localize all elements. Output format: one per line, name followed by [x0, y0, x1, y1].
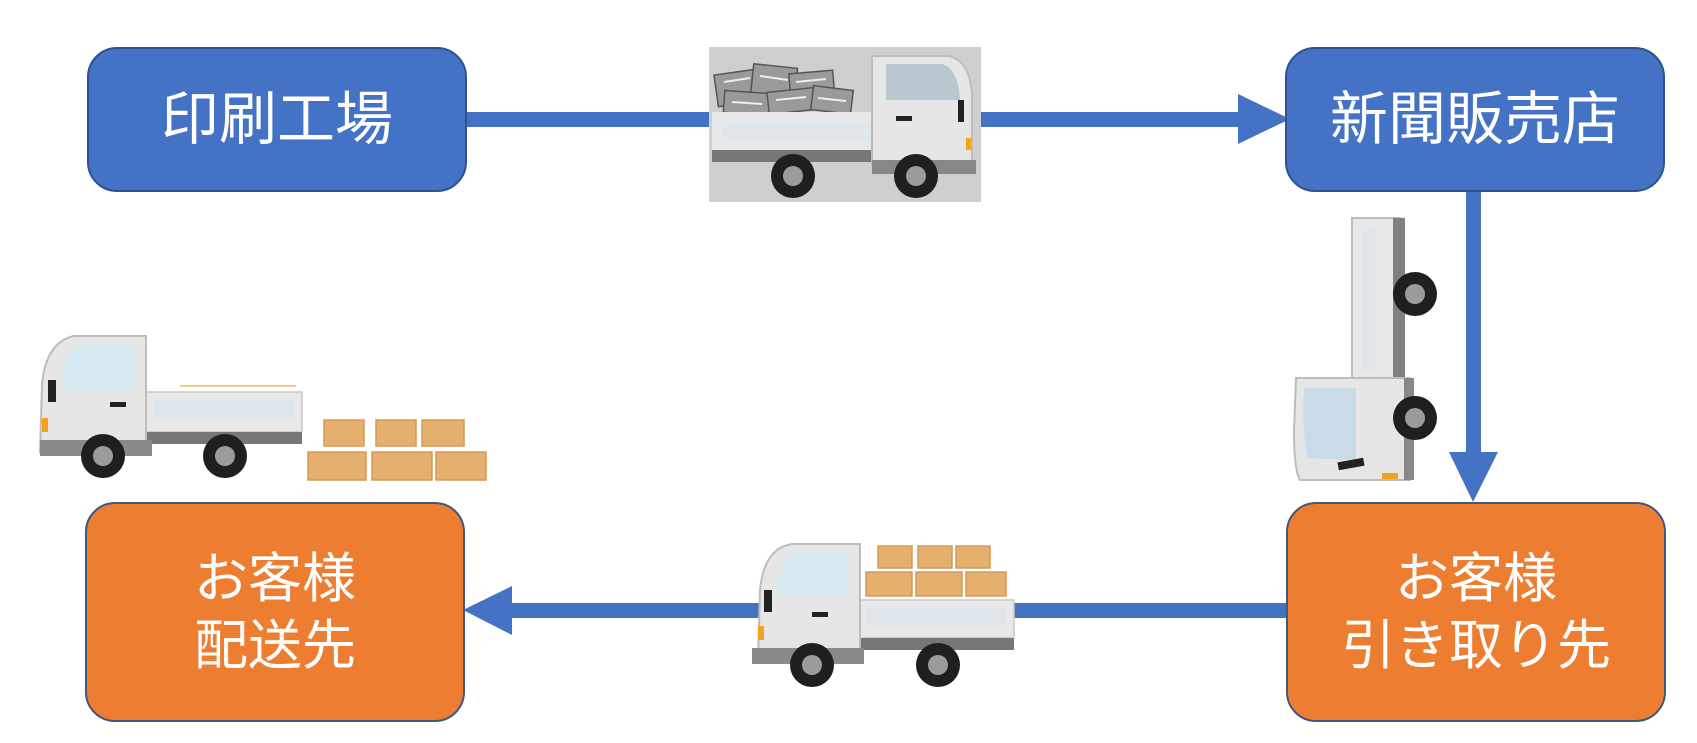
node-customer-delivery: お客様 配送先 [85, 502, 465, 722]
node-label: 印刷工場 [160, 85, 393, 154]
arrow-head-down [1449, 452, 1498, 502]
node-label-line-2: 引き取り先 [1341, 614, 1611, 677]
node-customer-pickup: お客様 引き取り先 [1286, 502, 1666, 722]
arrow-head-left [463, 586, 512, 635]
node-printing-plant: 印刷工場 [87, 47, 467, 192]
node-label-line-1: お客様 [1395, 546, 1557, 610]
node-label-line-2: 配送先 [194, 614, 356, 677]
arrow-shop-to-pickup [1466, 190, 1481, 457]
node-newspaper-shop: 新聞販売店 [1285, 47, 1665, 192]
node-label-line-1: お客様 [194, 546, 356, 610]
arrow-head-right [1238, 94, 1290, 144]
node-label: 新聞販売店 [1329, 85, 1620, 154]
